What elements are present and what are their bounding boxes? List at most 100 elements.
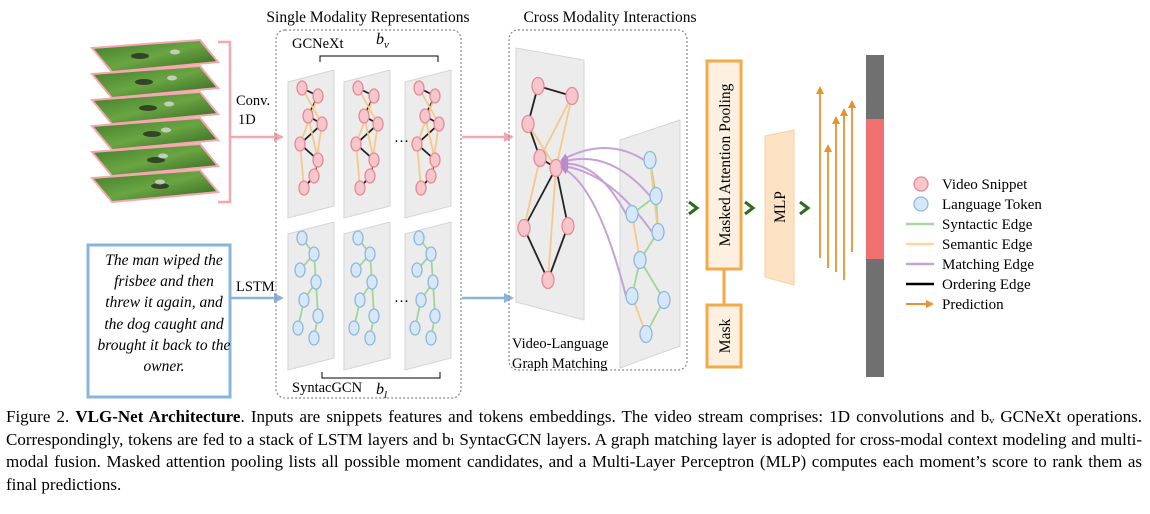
graph-node	[368, 88, 380, 104]
graph-node	[372, 116, 384, 132]
frame-figure	[143, 131, 161, 137]
graph-node	[292, 320, 304, 336]
graph-edge	[547, 167, 557, 281]
graph-edge	[523, 227, 549, 281]
pooling-label: Masked Attention Pooling	[717, 83, 734, 246]
mask-label: Mask	[717, 319, 734, 354]
single-modality-box	[275, 29, 462, 399]
graph-edge	[527, 123, 557, 169]
graph-node	[352, 80, 364, 96]
caption-figure-number: Figure 2.	[6, 407, 70, 426]
graph-edge	[555, 95, 573, 169]
conv-label-line2: 1D	[238, 112, 256, 128]
graph-node	[433, 116, 445, 132]
graph-edge	[547, 225, 569, 281]
matching-edge	[560, 159, 627, 215]
video-node	[541, 270, 555, 290]
graph-node	[354, 180, 366, 196]
frame-figure	[164, 101, 174, 107]
graph-node	[411, 262, 423, 278]
graph-node	[419, 108, 431, 124]
graph-edge	[369, 123, 379, 177]
graph-edge	[523, 167, 557, 229]
graph-node	[364, 330, 376, 346]
graph-node	[296, 80, 308, 96]
frame-figure	[170, 49, 180, 55]
language-node	[625, 286, 639, 306]
legend-label: Prediction	[942, 297, 1004, 313]
video-node	[533, 148, 547, 168]
matching-label-line1: Video-Language	[512, 336, 609, 352]
graph-node	[310, 274, 322, 290]
graph-node	[429, 152, 441, 168]
syntacgcn-panel	[404, 221, 452, 371]
syntacgcn-panel	[343, 221, 391, 371]
legend-label: Semantic Edge	[942, 237, 1033, 253]
video-frame-stack	[89, 38, 220, 204]
graph-node	[425, 246, 437, 262]
language-node	[639, 324, 653, 344]
graph-node	[350, 136, 362, 152]
frame-figure	[158, 153, 168, 159]
matching-edge	[560, 166, 627, 297]
language-node	[649, 186, 663, 206]
matching-label-line2: Graph Matching	[512, 356, 607, 372]
video-node	[531, 76, 545, 96]
legend-label: Ordering Edge	[942, 277, 1031, 293]
graph-node	[308, 246, 320, 262]
gcnext-brace	[319, 55, 439, 62]
language-node	[625, 204, 639, 224]
chevron-icon	[744, 200, 756, 216]
sentence-text: The man wiped the frisbee and then threw…	[97, 252, 231, 376]
graph-node	[312, 152, 324, 168]
gcnext-panel	[287, 69, 335, 219]
legend-swatch	[913, 176, 929, 192]
language-node	[643, 150, 657, 170]
graph-node	[366, 274, 378, 290]
legend-label: Syntactic Edge	[942, 217, 1033, 233]
frame-figure	[147, 157, 165, 163]
language-node	[657, 290, 671, 310]
video-node	[521, 114, 535, 134]
graph-node	[294, 136, 306, 152]
graph-node	[294, 262, 306, 278]
graph-node	[415, 292, 427, 308]
mask-block	[705, 303, 743, 369]
graph-node	[368, 308, 380, 324]
graph-node	[429, 88, 441, 104]
bl-symbol: bl	[376, 381, 387, 401]
video-node	[561, 216, 575, 236]
matching-edge	[560, 162, 653, 233]
caption-title: VLG-Net Architecture	[75, 407, 241, 426]
gcnext-panel	[343, 69, 391, 219]
gcnext-panels	[287, 69, 452, 219]
legend-label: Language Token	[942, 197, 1042, 213]
graph-node	[358, 108, 370, 124]
chevron-icon	[688, 200, 700, 216]
graph-edge	[430, 123, 440, 177]
legend-label: Video Snippet	[942, 177, 1028, 193]
syntacgcn-panels	[287, 221, 452, 371]
graph-node	[312, 88, 324, 104]
graph-edge	[523, 157, 541, 229]
graph-edge	[313, 123, 323, 177]
graph-node	[316, 116, 328, 132]
graph-node	[350, 262, 362, 278]
graph-node	[429, 308, 441, 324]
graph-node	[298, 292, 310, 308]
matching-edge	[560, 147, 645, 161]
frame-figure	[155, 179, 165, 185]
graph-node	[368, 152, 380, 168]
graph-edge	[555, 167, 569, 227]
frame-figure	[151, 183, 169, 189]
frame-figure	[135, 79, 153, 85]
prediction-arrows	[816, 86, 856, 280]
mlp-label: MLP	[772, 191, 789, 223]
graph-node	[308, 168, 320, 184]
graph-node	[302, 108, 314, 124]
graph-node	[425, 330, 437, 346]
lstm-label: LSTM	[236, 279, 275, 295]
graph-node	[312, 308, 324, 324]
gcnext-panel	[404, 69, 452, 219]
